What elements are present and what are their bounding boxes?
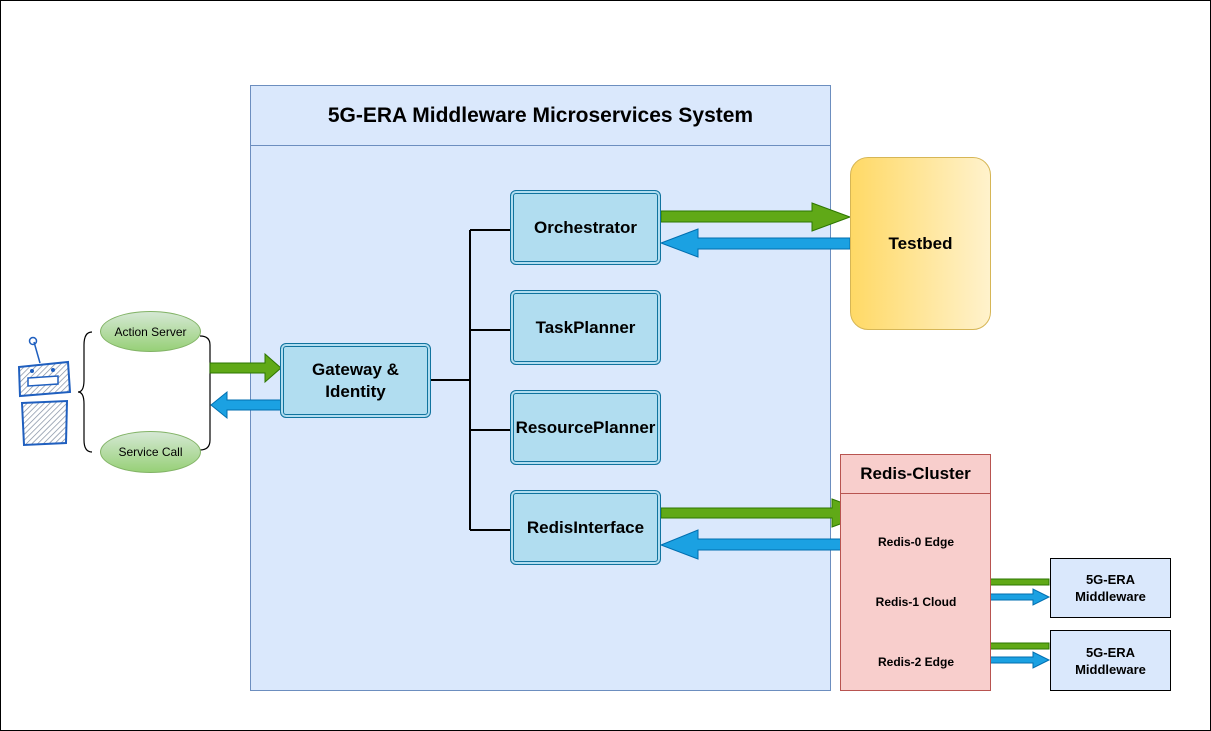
service-call-node[interactable]: Service Call	[100, 431, 201, 473]
redis-1-label: Redis-1 Cloud	[875, 595, 957, 609]
arrow-testbed-to-orchestrator	[659, 228, 851, 258]
gateway-identity-service[interactable]: Gateway & Identity	[280, 343, 431, 418]
action-server-node[interactable]: Action Server	[100, 311, 201, 352]
arrow-redisinterface-to-redis0	[660, 498, 872, 528]
input-brace	[77, 331, 93, 453]
arrow-redis0-to-redisinterface	[659, 529, 871, 560]
external-2-line1: 5G-ERA	[1085, 644, 1136, 660]
testbed-node[interactable]: Testbed	[850, 157, 991, 330]
arrow-orchestrator-to-testbed	[660, 202, 852, 232]
input-bracket	[199, 335, 211, 451]
external-2-line2: Middleware	[1075, 661, 1146, 677]
external-middleware-1[interactable]: 5G-ERA Middleware	[1050, 558, 1171, 618]
resourceplanner-service[interactable]: ResourcePlanner	[510, 390, 661, 465]
taskplanner-service[interactable]: TaskPlanner	[510, 290, 661, 365]
redis-0-label: Redis-0 Edge	[877, 535, 955, 549]
gateway-label-line1: Gateway &	[312, 359, 399, 379]
orchestrator-service[interactable]: Orchestrator	[510, 190, 661, 265]
gateway-label-line2: Identity	[325, 381, 386, 401]
system-title: 5G-ERA Middleware Microservices System	[250, 85, 831, 146]
redis-2-label: Redis-2 Edge	[877, 655, 955, 669]
arrow-to-gateway	[209, 352, 282, 384]
service-bus	[430, 229, 511, 531]
robot-icon	[17, 336, 72, 447]
redis-cluster-title: Redis-Cluster	[840, 454, 991, 494]
external-1-line2: Middleware	[1075, 589, 1146, 604]
redisinterface-service[interactable]: RedisInterface	[510, 490, 661, 565]
external-1-line1: 5G-ERA	[1085, 572, 1136, 587]
external-middleware-2[interactable]: 5G-ERA Middleware	[1050, 630, 1171, 691]
arrow-from-gateway	[210, 390, 282, 420]
